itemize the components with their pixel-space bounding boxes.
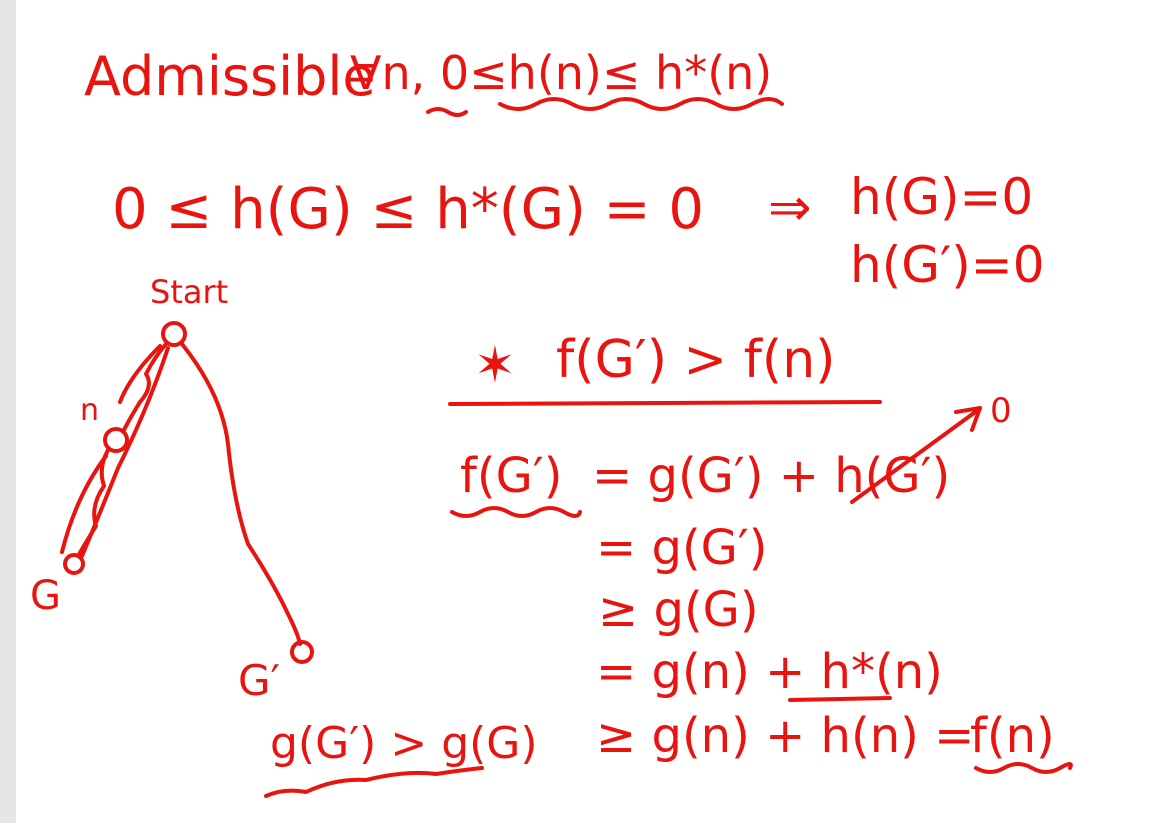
implies-arrow: ⇒	[768, 178, 812, 238]
proof-line3: ≥ g(G)	[598, 582, 759, 638]
f-g-prime-underline	[450, 506, 582, 518]
edge-start-g	[80, 346, 170, 558]
goal-result-g: h(G)=0	[850, 168, 1034, 226]
claim-underline	[448, 400, 882, 406]
proof-zero-note: 0	[990, 391, 1012, 431]
h-star-underline	[788, 696, 892, 702]
tree-node-n	[103, 427, 129, 453]
goal-result-g-prime: h(G′)=0	[850, 236, 1045, 294]
proof-line5-lhs: ≥ g(n) + h(n) =	[596, 708, 975, 764]
admissible-title: Admissible	[84, 45, 376, 108]
tree-g-prime-label: G′	[238, 656, 281, 705]
proof-line1-lhs: f(G′)	[460, 448, 563, 504]
cross-out-arrow	[850, 408, 980, 504]
tree-start-label: Start	[150, 273, 229, 311]
proof-line2: = g(G′)	[596, 520, 768, 576]
goal-inequality: 0 ≤ h(G) ≤ h*(G) = 0	[112, 177, 704, 242]
bottom-inequality-underline	[264, 766, 484, 798]
tree-node-g	[63, 553, 85, 575]
tree-node-g-prime	[290, 640, 314, 664]
path-highlight-b	[60, 454, 108, 554]
proof-line4: = g(n) + h*(n)	[596, 644, 943, 700]
tree-node-start	[161, 321, 187, 347]
edge-start-g-prime	[180, 342, 302, 646]
cross-out-arrowhead	[954, 406, 982, 432]
f-n-underline	[974, 762, 1073, 774]
zero-squiggle	[426, 107, 468, 117]
bottom-inequality: g(G′) > g(G)	[270, 718, 538, 769]
tree-n-label: n	[80, 393, 100, 428]
edge-start-n	[122, 342, 168, 432]
left-margin-bar	[0, 0, 16, 823]
star-mark: ✶	[474, 336, 516, 394]
path-highlight-a	[118, 344, 162, 404]
claim-inequality: f(G′) > f(n)	[556, 330, 836, 390]
admissible-definition: ∀n, 0≤h(n)≤ h*(n)	[350, 46, 773, 100]
proof-line5-rhs: f(n)	[970, 708, 1055, 764]
tree-g-label: G	[30, 573, 61, 619]
definition-underline	[498, 97, 784, 111]
